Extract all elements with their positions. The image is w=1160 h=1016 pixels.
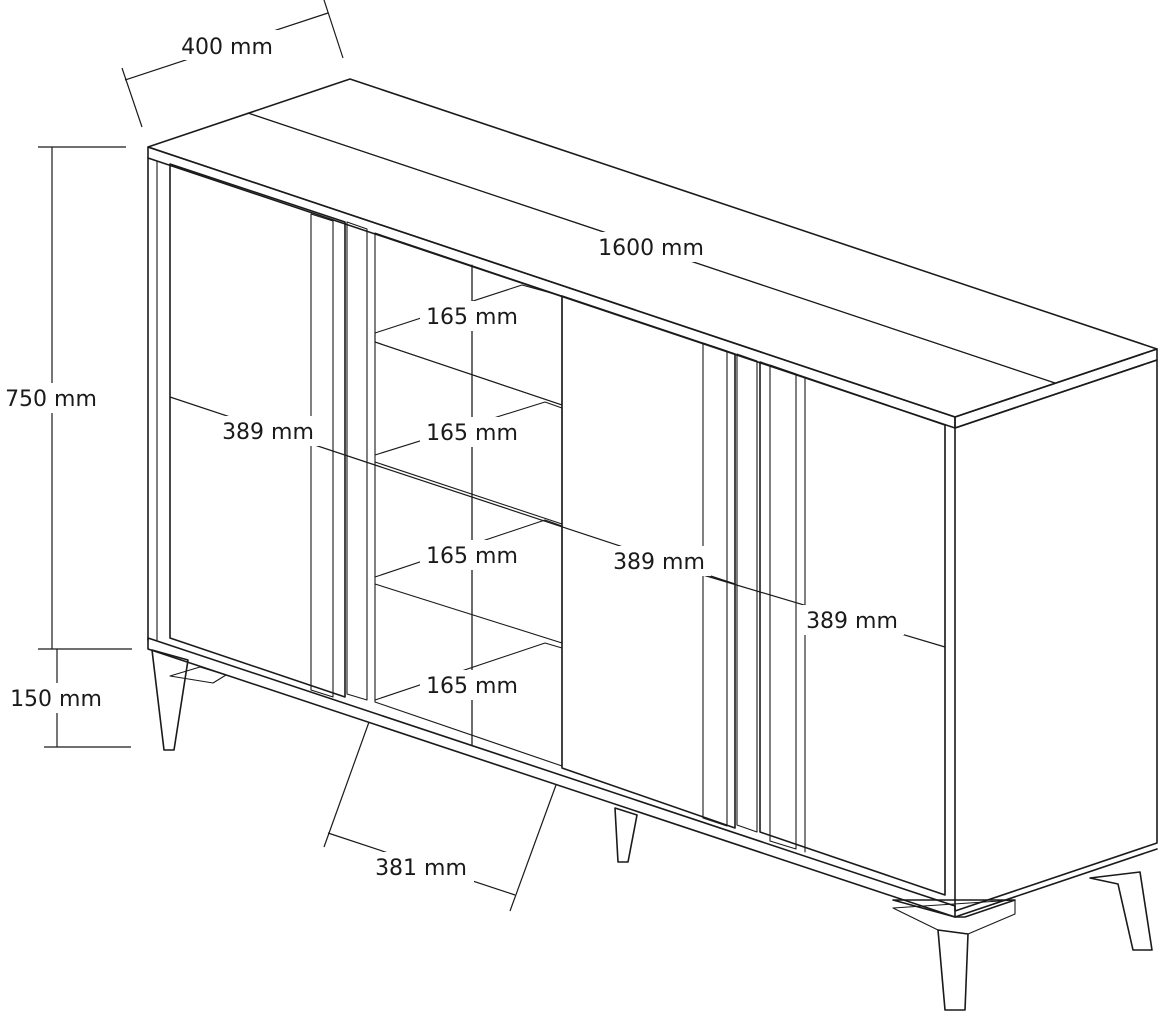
dimension-lines [38,0,1056,912]
left-door [169,163,346,698]
right-door [759,361,946,896]
left-door-width-label: 389 mm [222,420,314,445]
leg-front-right-bracket [892,899,1016,935]
shelf-3 [374,519,563,644]
leg-back-middle [614,807,638,863]
right-side-panel [954,359,1158,912]
left-door-slat-1 [310,213,334,698]
shelf-height-label-2: 165 mm [426,421,518,446]
leg-back-right [1089,871,1153,951]
leg-front-left [151,649,189,751]
open-width-ext-left [323,721,370,848]
depth-ext-left [121,67,143,128]
sideboard-drawing [147,78,1158,1011]
middle-door-width-label: 389 mm [613,550,705,575]
depth-label: 400 mm [181,35,273,60]
leg-front-right-post [937,929,969,1011]
leg-front-left-bracket [169,666,227,684]
dimension-labels: 400 mm 1600 mm 750 mm 150 mm 389 mm 389 … [0,30,904,882]
height-label: 750 mm [5,387,97,412]
middle-door [561,295,736,829]
shelf-1-front [374,341,563,406]
top-front-edge [147,146,956,429]
depth-ext-right [323,0,344,59]
open-section-width-label: 381 mm [375,856,467,881]
shelf-height-label-4: 165 mm [426,674,518,699]
right-door-width-label: 389 mm [806,609,898,634]
top-right-edge [954,348,1158,429]
middle-door-slat-1 [702,342,728,827]
shelf-height-label-1: 165 mm [426,305,518,330]
leg-front-right [892,899,1016,918]
left-door-slat-2 [346,221,368,701]
leg-height-label: 150 mm [10,687,102,712]
shelf-height-label-3: 165 mm [426,544,518,569]
bottom-rail [147,637,956,918]
bottom-right-edge [954,848,1158,918]
right-door-slat-1 [769,364,797,850]
open-width-ext-right [509,784,557,912]
width-label: 1600 mm [598,236,704,261]
middle-door-slat-2 [736,353,758,833]
